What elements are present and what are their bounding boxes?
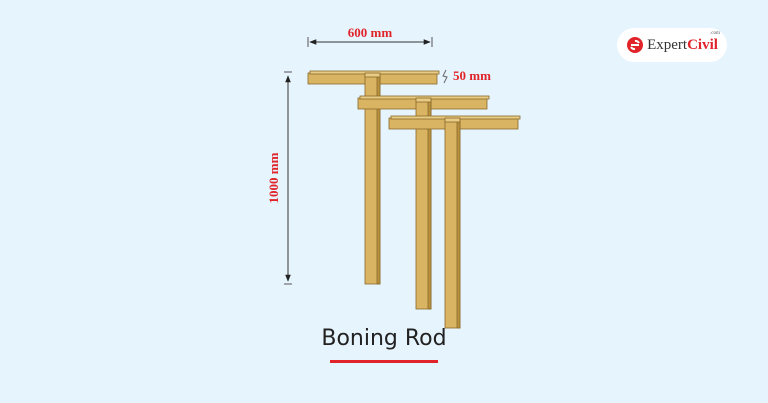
width-label: 600 mm	[348, 25, 393, 40]
boning-rod-1	[307, 70, 440, 285]
height-label: 1000 mm	[266, 152, 281, 203]
logo-icon	[627, 37, 644, 53]
rod-upright-side	[456, 119, 461, 329]
height-dimension: 1000 mm	[266, 71, 292, 285]
diagram-title: Boning Rod	[321, 326, 447, 351]
title-underline	[330, 360, 438, 363]
boning-rod-2	[357, 95, 490, 310]
rod-upright-top	[364, 72, 381, 78]
rod-upright-top	[415, 97, 432, 103]
rod-upright-side	[427, 99, 432, 310]
expertcivil-logo[interactable]: ExpertCivil.com	[617, 28, 727, 62]
thickness-label: 50 mm	[453, 68, 491, 83]
thickness-dimension: 50 mm	[442, 68, 491, 84]
rod-upright-top	[444, 117, 461, 123]
width-dimension: 600 mm	[307, 25, 433, 47]
boning-rod-3	[388, 115, 521, 329]
